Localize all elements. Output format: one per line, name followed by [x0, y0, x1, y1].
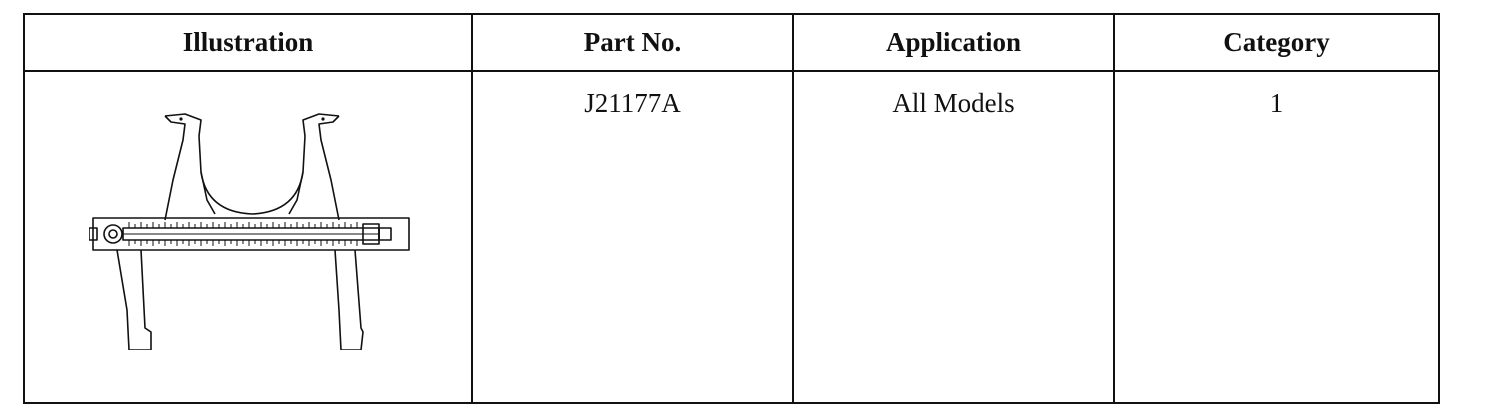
application-cell: All Models: [792, 70, 1115, 404]
category-cell: 1: [1113, 70, 1440, 404]
header-application: Application: [792, 13, 1115, 72]
table-row: J21177A All Models 1: [23, 70, 1440, 404]
part-no-cell: J21177A: [471, 70, 794, 404]
header-category: Category: [1113, 13, 1440, 72]
illustration-cell: [23, 70, 473, 404]
header-illustration: Illustration: [23, 13, 473, 72]
header-part-no: Part No.: [471, 13, 794, 72]
table-header-row: Illustration Part No. Application Catego…: [23, 13, 1440, 72]
application-value: All Models: [892, 88, 1015, 118]
special-tools-table: Illustration Part No. Application Catego…: [23, 13, 1440, 404]
part-number: J21177A: [584, 88, 681, 118]
caliper-tool-icon: [89, 113, 410, 350]
category-value: 1: [1269, 88, 1284, 118]
